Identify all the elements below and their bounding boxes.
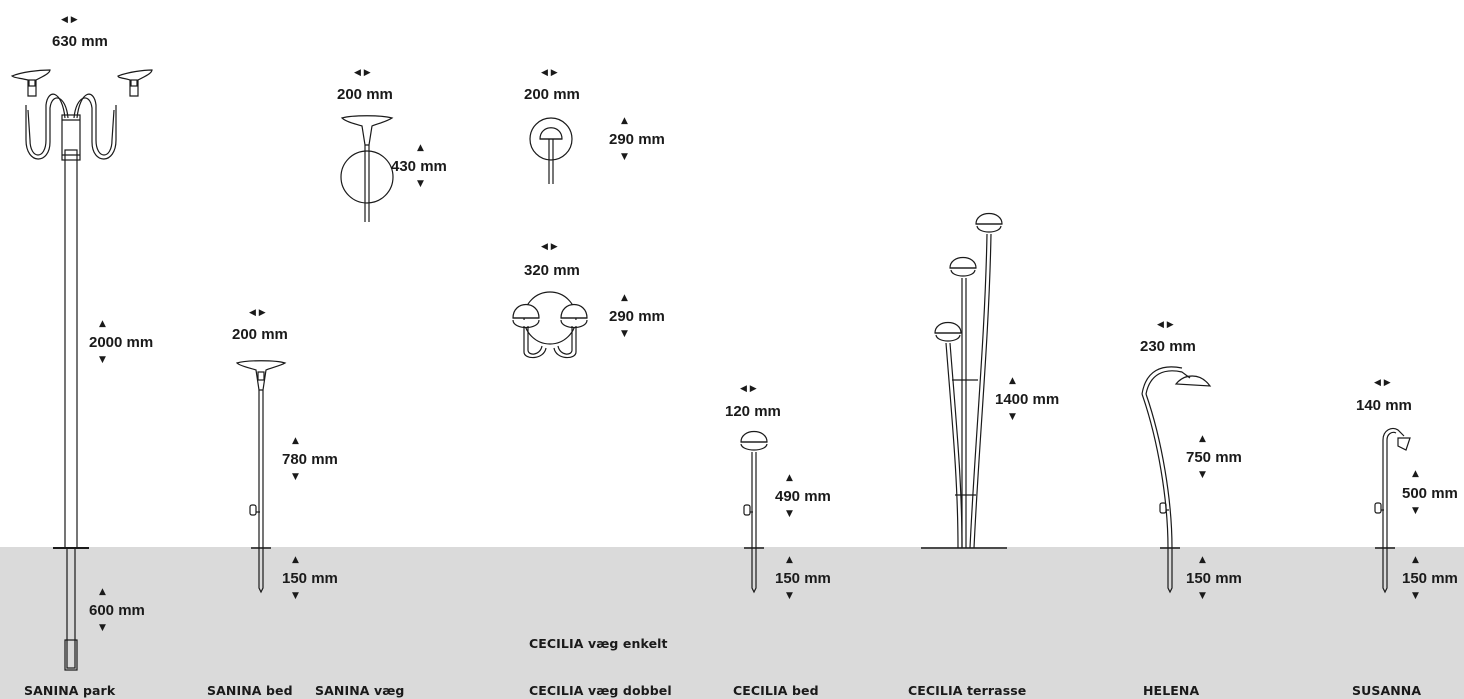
label-sanina-park: SANINA park [24,683,116,698]
helena-drawing [1141,366,1212,594]
label-sanina-vaeg: SANINA væg [315,683,405,698]
label-helena: HELENA [1143,683,1200,698]
label-cecilia-vaeg-enkelt: CECILIA væg enkelt [529,636,668,651]
helena-height: 750 mm [1186,449,1242,466]
cecilia-bed-drawing [740,430,768,594]
width-arrows-icon: ◀ ▶ [1374,378,1391,388]
down-arrow-icon: ▼ [1199,470,1206,480]
cecilia-vaeg-dobbel-width: 320 mm [524,262,580,279]
sanina-vaeg-width: 200 mm [337,86,393,103]
up-arrow-icon: ▲ [1199,434,1206,444]
sanina-vaeg-drawing [340,115,394,222]
up-arrow-icon: ▲ [292,555,299,565]
susanna-depth: 150 mm [1402,570,1458,587]
width-arrows-icon: ◀ ▶ [354,68,371,78]
down-arrow-icon: ▼ [292,591,299,601]
width-arrows-icon: ◀ ▶ [541,242,558,252]
down-arrow-icon: ▼ [786,591,793,601]
down-arrow-icon: ▼ [99,623,106,633]
up-arrow-icon: ▲ [1412,555,1419,565]
helena-width: 230 mm [1140,338,1196,355]
up-arrow-icon: ▲ [292,436,299,446]
up-arrow-icon: ▲ [1412,469,1419,479]
up-arrow-icon: ▲ [786,555,793,565]
down-arrow-icon: ▼ [621,329,628,339]
down-arrow-icon: ▼ [417,179,424,189]
up-arrow-icon: ▲ [621,293,628,303]
width-arrows-icon: ◀ ▶ [249,308,266,318]
cecilia-terrasse-height: 1400 mm [995,391,1060,408]
down-arrow-icon: ▼ [621,152,628,162]
sanina-bed-height: 780 mm [282,451,338,468]
sanina-bed-depth: 150 mm [282,570,338,587]
sanina-park-drawing [10,69,153,671]
susanna-drawing [1374,427,1411,594]
susanna-height: 500 mm [1402,485,1458,502]
cecilia-bed-height: 490 mm [775,488,831,505]
sanina-park-height: 2000 mm [89,334,154,351]
up-arrow-icon: ▲ [621,116,628,126]
label-susanna: SUSANNA [1352,683,1422,698]
cecilia-vaeg-dobbel-height: 290 mm [609,308,665,325]
cecilia-vaeg-dobbel-drawing [512,291,588,359]
up-arrow-icon: ▲ [786,473,793,483]
down-arrow-icon: ▼ [292,472,299,482]
label-cecilia-bed: CECILIA bed [733,683,819,698]
label-sanina-bed: SANINA bed [207,683,293,698]
label-cecilia-terrasse: CECILIA terrasse [908,683,1027,698]
sanina-bed-drawing [235,360,287,594]
susanna-width: 140 mm [1356,397,1412,414]
cecilia-bed-depth: 150 mm [775,570,831,587]
down-arrow-icon: ▼ [99,355,106,365]
cecilia-vaeg-enkelt-height: 290 mm [609,131,665,148]
down-arrow-icon: ▼ [1199,591,1206,601]
up-arrow-icon: ▲ [99,587,106,597]
down-arrow-icon: ▼ [1412,591,1419,601]
width-arrows-icon: ◀ ▶ [541,68,558,78]
width-arrows-icon: ◀ ▶ [1157,320,1174,330]
width-arrows-icon: ◀ ▶ [61,15,78,25]
ground-area [0,547,1464,699]
up-arrow-icon: ▲ [1199,555,1206,565]
sanina-park-depth: 600 mm [89,602,145,619]
sanina-park-width: 630 mm [52,33,108,50]
sanina-vaeg-height: 430 mm [391,158,447,175]
up-arrow-icon: ▲ [1009,376,1016,386]
cecilia-vaeg-enkelt-width: 200 mm [524,86,580,103]
up-arrow-icon: ▲ [417,143,424,153]
width-arrows-icon: ◀ ▶ [740,384,757,394]
up-arrow-icon: ▲ [99,319,106,329]
helena-depth: 150 mm [1186,570,1242,587]
cecilia-terrasse-drawing [921,212,1007,549]
down-arrow-icon: ▼ [786,509,793,519]
down-arrow-icon: ▼ [1009,412,1016,422]
cecilia-vaeg-enkelt-drawing [529,117,573,184]
down-arrow-icon: ▼ [1412,506,1419,516]
sanina-bed-width: 200 mm [232,326,288,343]
label-cecilia-vaeg-dobbel: CECILIA væg dobbel [529,683,672,698]
cecilia-bed-width: 120 mm [725,403,781,420]
